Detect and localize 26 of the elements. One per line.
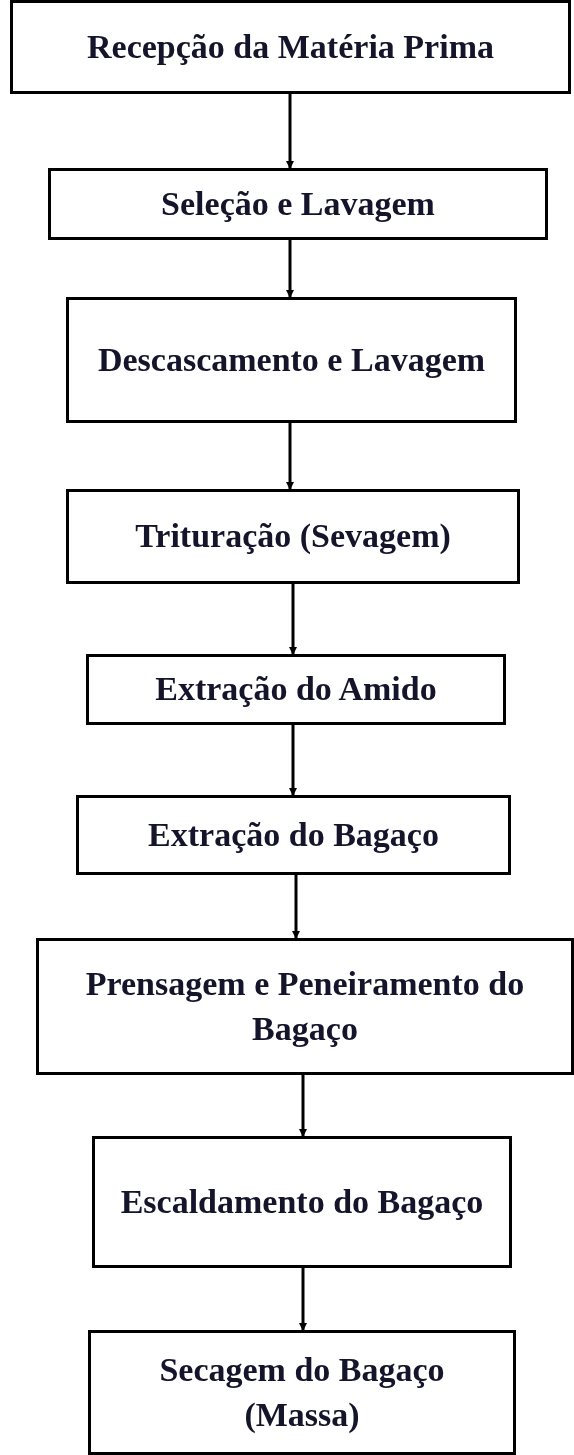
process-box: [86, 654, 506, 725]
process-box: [36, 938, 574, 1075]
step-label: Seleção e Lavagem: [160, 183, 436, 224]
step-label: Extração do Bagaço: [147, 814, 440, 855]
arrow: [292, 875, 300, 939]
step-label: Prensagem e Peneiramento do Bagaço: [84, 964, 526, 1049]
arrow: [299, 1268, 307, 1331]
process-box: [66, 297, 517, 423]
process-box: [76, 795, 511, 875]
step-label: Secagem do Bagaço (Massa): [158, 1350, 446, 1435]
arrow: [289, 725, 297, 796]
process-box: [48, 168, 548, 240]
arrow: [289, 584, 297, 655]
process-box: [92, 1136, 512, 1268]
step-label: Recepção da Matéria Prima: [86, 26, 495, 67]
process-box: [10, 0, 571, 94]
process-box: [66, 489, 520, 584]
step-label: Extração do Amido: [154, 669, 438, 710]
arrow: [286, 240, 294, 298]
step-label: Trituração (Sevagem): [134, 516, 452, 557]
arrow: [299, 1075, 307, 1137]
arrow: [286, 423, 294, 490]
step-label: Escaldamento do Bagaço: [119, 1181, 485, 1222]
step-label: Descascamento e Lavagem: [96, 339, 487, 380]
process-box: [88, 1330, 516, 1455]
arrow: [286, 94, 294, 169]
